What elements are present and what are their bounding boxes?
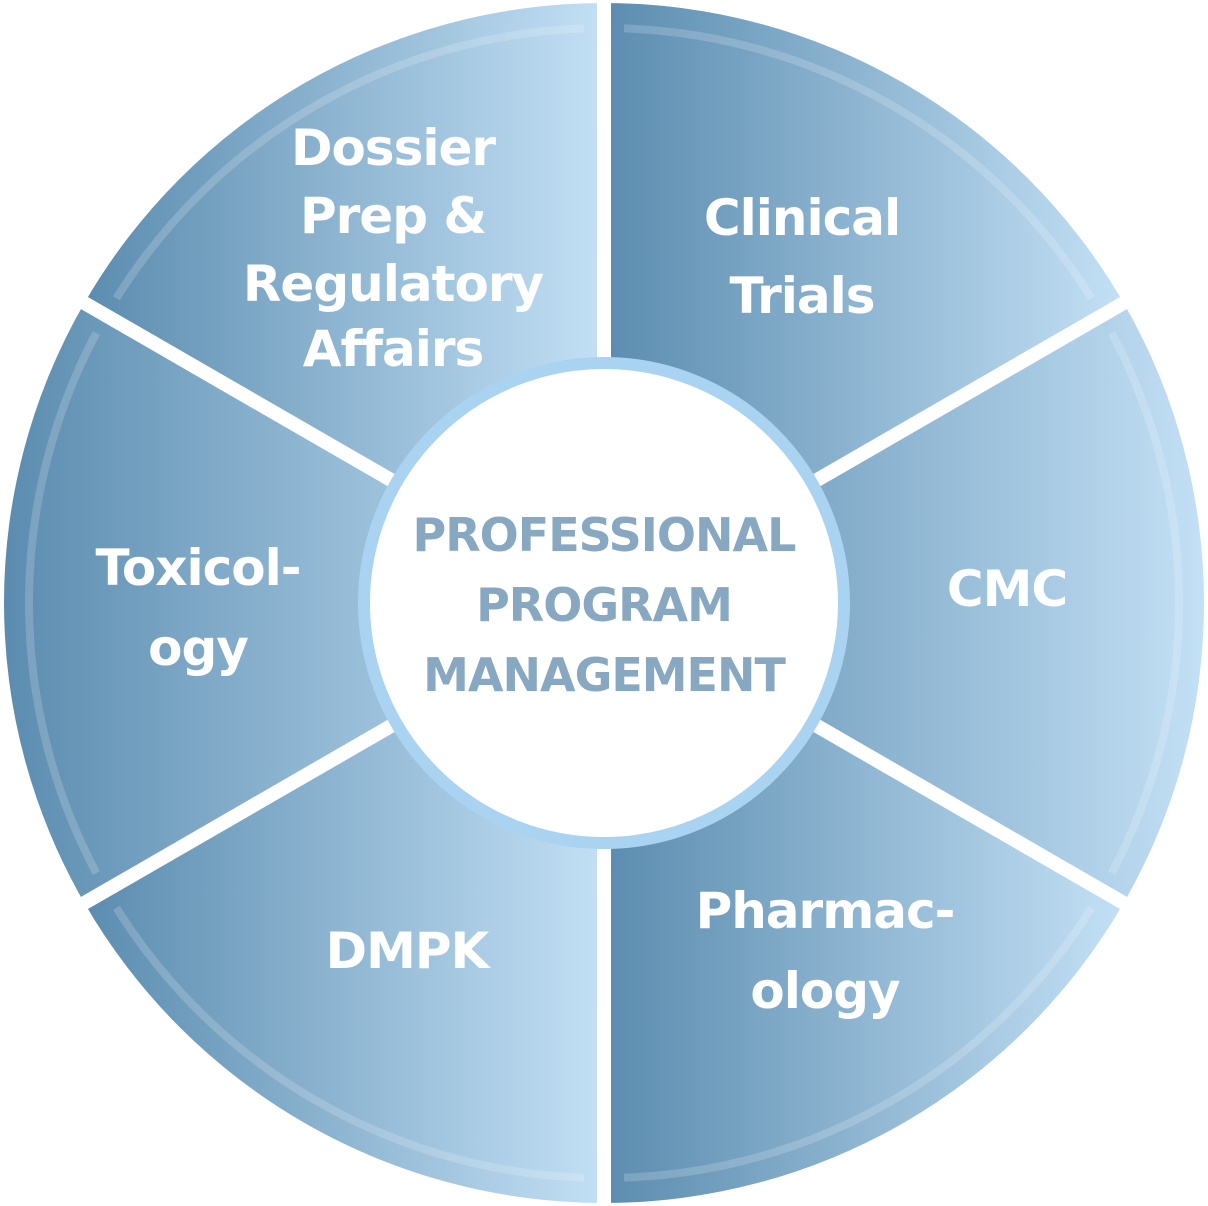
segment-label: Regulatory [243,255,544,313]
segment-label: ology [750,962,900,1020]
segment-label: Affairs [303,320,484,378]
segment-wedge-toxicology [4,303,605,903]
segment-toxicology: Toxicol- ogy [95,539,301,677]
segment-clinical-trials: Clinical Trials [704,189,901,325]
segment-cmc: CMC [947,560,1068,618]
segment-bevel [112,905,585,1182]
segment-label: DMPK [326,922,492,980]
center-circle [358,357,850,849]
segment-label: ogy [148,619,248,677]
segment-bevel [25,331,100,875]
segment-label: Clinical [704,189,900,247]
segment-label: Pharmac- [696,882,955,940]
segment-dmpk: DMPK [326,922,493,980]
segment-wedge-cmc [604,303,1204,903]
center-label: MANAGEMENT [423,648,786,702]
center-label: PROGRAM [476,578,732,632]
segment-bevel [1108,331,1183,875]
segment-dossier: Dossier Prep & Regulatory Affairs [243,119,545,378]
segment-label: Prep & [300,187,486,245]
segment-label: Toxicol- [95,539,300,597]
segment-label: CMC [947,560,1067,618]
segment-bevel [112,24,585,301]
segment-bevel [623,905,1096,1182]
segment-bevel [623,24,1096,301]
center-label: PROFESSIONAL [413,508,797,562]
segment-label: Trials [729,267,874,325]
center-title: PROFESSIONAL PROGRAM MANAGEMENT [413,508,798,702]
segment-pharmacology: Pharmac- ology [696,882,956,1020]
segment-label: Dossier [291,119,496,177]
